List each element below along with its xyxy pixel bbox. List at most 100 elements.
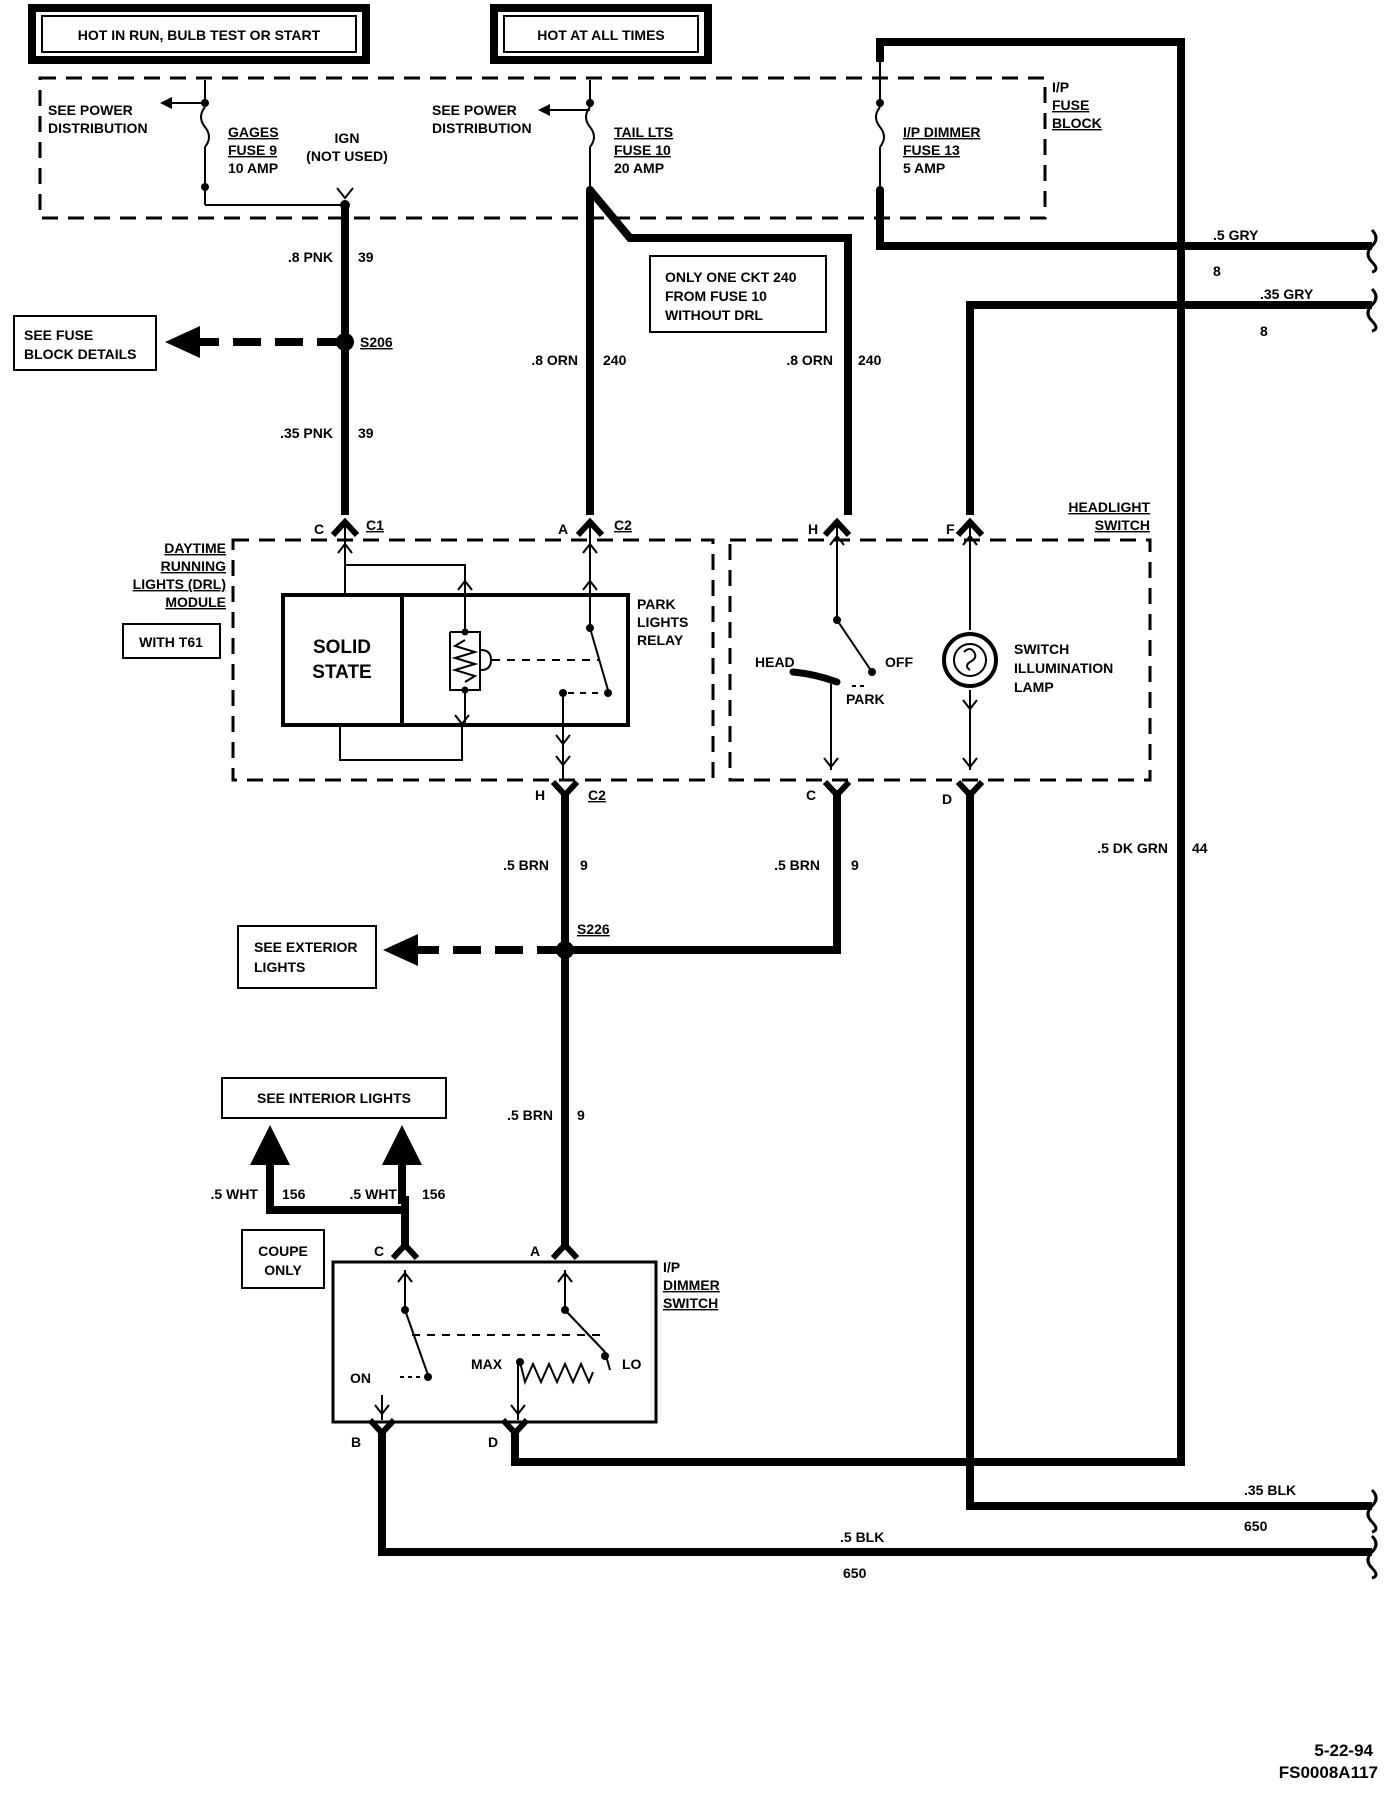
- pin-drl-c2b: C2: [588, 787, 606, 803]
- drl-with-t61: WITH T61: [139, 634, 203, 650]
- harness-breaks: [1366, 228, 1378, 1580]
- wire-blk-b: .5 BLK: [840, 1529, 884, 1545]
- tail-fuse-number: FUSE 10: [614, 142, 671, 158]
- wire-blk-a-ckt: 650: [1244, 1518, 1268, 1534]
- dimmer-label-2: DIMMER: [663, 1277, 720, 1293]
- header-hot-all: HOT AT ALL TIMES: [490, 4, 712, 64]
- relay-label-3: RELAY: [637, 632, 684, 648]
- ref-exterior-lights: SEE EXTERIOR LIGHTS: [237, 925, 377, 989]
- tail-fuse: [585, 80, 595, 194]
- pin-drl-c1: C1: [366, 517, 384, 533]
- lamp-label-1: SWITCH: [1014, 641, 1069, 657]
- wire-orn-b-ckt: 240: [858, 352, 882, 368]
- wire-gry-a: .5 GRY: [1213, 227, 1259, 243]
- wire-wht-a: .5 WHT: [211, 1186, 259, 1202]
- relay-label-1: PARK: [637, 596, 676, 612]
- lamp-label-2: ILLUMINATION: [1014, 660, 1113, 676]
- tail-fuse-amp: 20 AMP: [614, 160, 664, 176]
- note-ckt240-line1: ONLY ONE CKT 240: [665, 269, 797, 285]
- ref-exterior-1: SEE EXTERIOR: [254, 939, 357, 955]
- wire-brn-c-ckt: 9: [577, 1107, 585, 1123]
- drl-internal-wiring: [339, 525, 609, 780]
- pin-drl-c: C: [314, 521, 324, 537]
- wire-pnk-top-ckt: 39: [358, 249, 374, 265]
- dimmer-max: MAX: [471, 1356, 503, 1372]
- dimmer-fuse-number: FUSE 13: [903, 142, 960, 158]
- drl-chevrons: [337, 542, 598, 767]
- lamp-label-3: LAMP: [1014, 679, 1054, 695]
- header-hot-all-text: HOT AT ALL TIMES: [537, 27, 665, 43]
- pin-dim-d: D: [488, 1434, 498, 1450]
- dimmer-internal: [374, 1270, 611, 1420]
- wire-brn-b: .5 BRN: [774, 857, 820, 873]
- wire-orn-a-ckt: 240: [603, 352, 627, 368]
- pin-drl-c2a: C2: [614, 517, 632, 533]
- ref-interior-lights: SEE INTERIOR LIGHTS: [221, 1077, 447, 1119]
- coupe-only-2: ONLY: [264, 1262, 302, 1278]
- wire-brn-a: .5 BRN: [503, 857, 549, 873]
- ref-coupe-only: COUPE ONLY: [241, 1229, 325, 1289]
- see-power-dist-2-b: DISTRIBUTION: [432, 120, 532, 136]
- wire-brn-c: .5 BRN: [507, 1107, 553, 1123]
- pin-dim-c: C: [374, 1243, 384, 1259]
- pin-hl-c: C: [806, 787, 816, 803]
- note-ckt240-line3: WITHOUT DRL: [665, 307, 763, 323]
- footer-code: FS0008A117: [1279, 1763, 1378, 1782]
- splice-s206: S206: [360, 334, 393, 350]
- solid-state-1: SOLID: [313, 637, 371, 658]
- wire-dkgrn-ckt: 44: [1192, 840, 1208, 856]
- wire-wht-b-ckt: 156: [422, 1186, 446, 1202]
- drl-label-3: LIGHTS (DRL): [133, 576, 226, 592]
- headlight-off: OFF: [885, 654, 913, 670]
- pin-hl-f: F: [946, 521, 955, 537]
- gages-fuse-number: FUSE 9: [228, 142, 277, 158]
- solid-state-2: STATE: [312, 662, 371, 683]
- thick-wires: [266, 38, 1372, 1556]
- dimmer-fuse: [875, 62, 885, 194]
- ref-fuse-details: SEE FUSE BLOCK DETAILS: [13, 315, 157, 371]
- headlight-park: PARK: [846, 691, 885, 707]
- wire-dkgrn: .5 DK GRN: [1097, 840, 1168, 856]
- dimmer-fuse-amp: 5 AMP: [903, 160, 945, 176]
- footer-date: 5-22-94: [1314, 1741, 1373, 1760]
- drl-label-4: MODULE: [165, 594, 226, 610]
- fuse-block-outline: [38, 76, 1047, 220]
- wire-blk-b-ckt: 650: [843, 1565, 867, 1581]
- dimmer-lo: LO: [622, 1356, 642, 1372]
- drl-label-2: RUNNING: [161, 558, 226, 574]
- ign-not-used: (NOT USED): [306, 148, 388, 164]
- wire-pnk-bot: .35 PNK: [280, 425, 333, 441]
- wire-brn-a-ckt: 9: [580, 857, 588, 873]
- wire-gry-a-ckt: 8: [1213, 263, 1221, 279]
- headlight-switch-outline: [728, 538, 1152, 782]
- wire-pnk-bot-ckt: 39: [358, 425, 374, 441]
- tail-fuse-name: TAIL LTS: [614, 124, 673, 140]
- headlight-head: HEAD: [755, 654, 795, 670]
- relay-label-2: LIGHTS: [637, 614, 688, 630]
- fuse-block-label-1: I/P: [1052, 79, 1069, 95]
- headlight-label-2: SWITCH: [1095, 517, 1150, 533]
- connector-symbols: [330, 517, 985, 1438]
- dimmer-on: ON: [350, 1370, 371, 1386]
- wire-gry-b-ckt: 8: [1260, 323, 1268, 339]
- dimmer-fuse-name: I/P DIMMER: [903, 124, 981, 140]
- pin-hl-d: D: [942, 791, 952, 807]
- see-power-dist-2-a: SEE POWER: [432, 102, 517, 118]
- drl-label-1: DAYTIME: [164, 540, 226, 556]
- dimmer-label-1: I/P: [663, 1259, 680, 1275]
- gages-fuse-name: GAGES: [228, 124, 279, 140]
- pin-drl-h: H: [535, 787, 545, 803]
- fuse-block-label-2: FUSE: [1052, 97, 1089, 113]
- see-power-dist-1-a: SEE POWER: [48, 102, 133, 118]
- wire-gry-b: .35 GRY: [1260, 286, 1314, 302]
- see-power-dist-1-b: DISTRIBUTION: [48, 120, 148, 136]
- coupe-only-1: COUPE: [258, 1243, 308, 1259]
- note-ckt240-line2: FROM FUSE 10: [665, 288, 767, 304]
- note-ckt240: ONLY ONE CKT 240 FROM FUSE 10 WITHOUT DR…: [649, 255, 827, 333]
- wire-orn-b: .8 ORN: [786, 352, 833, 368]
- ref-interior-text: SEE INTERIOR LIGHTS: [257, 1090, 411, 1106]
- headlight-internal: [823, 525, 998, 770]
- ref-fuse-details-2: BLOCK DETAILS: [24, 346, 137, 362]
